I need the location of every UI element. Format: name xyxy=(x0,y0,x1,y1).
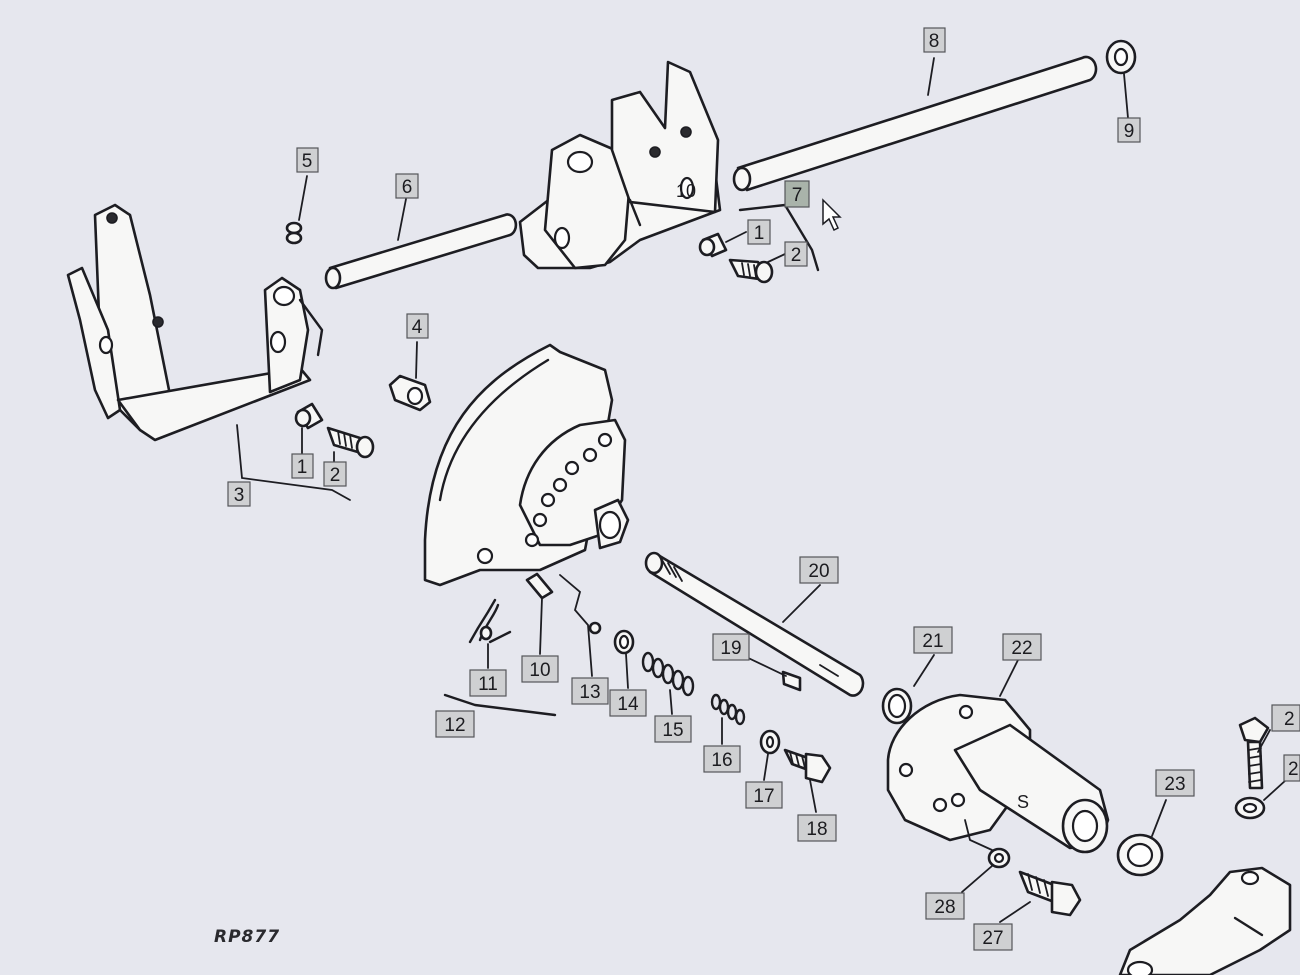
spring-pin-upper xyxy=(698,232,728,258)
svg-text:19: 19 xyxy=(720,638,741,659)
callout-7: 7 xyxy=(784,180,810,208)
callout-14: 14 xyxy=(609,689,647,717)
svg-text:12: 12 xyxy=(444,715,465,736)
shaft-8 xyxy=(732,55,1098,192)
callout-2-lower: 2 xyxy=(323,461,347,487)
svg-text:4: 4 xyxy=(412,317,423,338)
callout-25-partial: 2 xyxy=(1283,754,1300,782)
callout-22: 22 xyxy=(1002,633,1042,661)
shift-fork-upper: 10 xyxy=(518,60,820,272)
svg-text:10: 10 xyxy=(529,660,550,681)
washer-25 xyxy=(1234,796,1266,820)
svg-text:15: 15 xyxy=(662,720,683,741)
svg-text:17: 17 xyxy=(753,786,774,807)
svg-text:7: 7 xyxy=(792,185,803,206)
ring-14 xyxy=(613,629,635,655)
bolt-24 xyxy=(1238,716,1270,790)
svg-text:8: 8 xyxy=(929,31,940,52)
hub-mark: S xyxy=(1017,792,1029,812)
svg-text:28: 28 xyxy=(934,897,955,918)
svg-text:6: 6 xyxy=(402,177,413,198)
svg-text:9: 9 xyxy=(1124,121,1135,142)
detent-plate-12 xyxy=(423,343,630,717)
callout-23: 23 xyxy=(1155,769,1195,797)
housing-22: S xyxy=(886,693,1110,854)
shaft-mark: 10 xyxy=(676,181,696,201)
svg-text:1: 1 xyxy=(297,457,308,478)
mouse-pointer-icon xyxy=(822,198,842,232)
spring-16 xyxy=(710,693,746,726)
washer-28 xyxy=(987,847,1011,869)
callout-10: 10 xyxy=(521,655,559,683)
svg-text:14: 14 xyxy=(617,694,639,715)
shift-fork-3 xyxy=(66,203,324,442)
svg-text:2: 2 xyxy=(791,245,802,266)
callout-1-upper: 1 xyxy=(747,219,771,245)
callout-9: 9 xyxy=(1117,117,1141,143)
spring-pin-lower xyxy=(294,402,324,430)
callout-27: 27 xyxy=(973,923,1013,951)
svg-text:3: 3 xyxy=(234,485,245,506)
leader-lines xyxy=(236,57,1287,923)
callout-1-lower: 1 xyxy=(291,453,314,479)
lever-arm xyxy=(1118,866,1292,975)
cap-screw-lower xyxy=(326,426,375,459)
callout-13: 13 xyxy=(571,677,609,705)
callout-2-upper: 2 xyxy=(784,241,808,267)
bushing-23 xyxy=(1116,833,1164,877)
callout-19: 19 xyxy=(712,633,750,661)
shaft-20 xyxy=(644,551,865,697)
svg-text:22: 22 xyxy=(1011,638,1032,659)
svg-text:11: 11 xyxy=(478,674,498,695)
ring-21 xyxy=(881,687,913,725)
callout-21: 21 xyxy=(913,626,953,654)
cap-screw-upper xyxy=(728,258,774,284)
svg-text:1: 1 xyxy=(754,223,765,244)
callout-24-partial: 2 xyxy=(1271,704,1300,732)
bolt-27 xyxy=(1018,870,1082,917)
callout-5: 5 xyxy=(296,147,319,173)
washer-17 xyxy=(759,729,781,755)
callout-20: 20 xyxy=(799,556,839,584)
callout-18: 18 xyxy=(797,814,837,842)
plug-18 xyxy=(783,748,832,784)
callout-17: 17 xyxy=(745,781,783,809)
pin-10 xyxy=(525,572,554,600)
svg-text:23: 23 xyxy=(1164,774,1185,795)
svg-text:21: 21 xyxy=(922,631,943,652)
drawing-code: RP877 xyxy=(214,927,280,947)
spring-15 xyxy=(641,651,695,697)
svg-text:18: 18 xyxy=(806,819,827,840)
svg-text:2: 2 xyxy=(330,465,341,486)
svg-text:5: 5 xyxy=(302,151,313,172)
snap-ring-9 xyxy=(1105,39,1137,75)
screw-5 xyxy=(285,221,303,245)
svg-text:16: 16 xyxy=(711,750,732,771)
callout-12: 12 xyxy=(435,710,475,738)
callout-6: 6 xyxy=(395,173,419,199)
spring-11 xyxy=(468,598,512,644)
svg-text:27: 27 xyxy=(982,928,1003,949)
callout-8: 8 xyxy=(923,27,946,53)
key-19 xyxy=(781,670,802,692)
svg-text:2: 2 xyxy=(1284,709,1295,730)
callout-4: 4 xyxy=(406,313,429,339)
ball-13 xyxy=(588,621,602,635)
svg-text:2: 2 xyxy=(1288,759,1299,780)
callout-11: 11 xyxy=(469,669,507,697)
nut-4 xyxy=(388,374,432,412)
callout-3: 3 xyxy=(227,481,251,507)
callout-15: 15 xyxy=(654,715,692,743)
svg-text:13: 13 xyxy=(579,682,600,703)
svg-text:20: 20 xyxy=(808,561,829,582)
callout-16: 16 xyxy=(703,745,741,773)
shaft-6 xyxy=(324,213,518,290)
callout-28: 28 xyxy=(925,892,965,920)
